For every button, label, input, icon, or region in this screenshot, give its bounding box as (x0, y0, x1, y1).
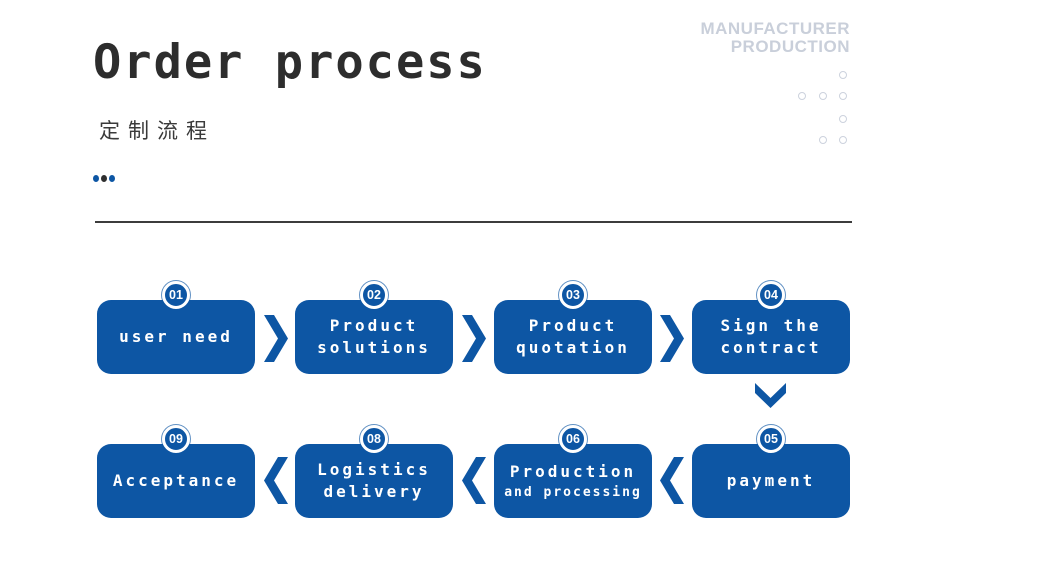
step-number-badge: 02 (360, 281, 388, 309)
dot-blue-icon (109, 175, 115, 182)
step-label: Product solutions (295, 300, 453, 374)
decorative-dots (93, 175, 115, 182)
arrow-right-icon (660, 315, 684, 362)
step-number: 06 (566, 432, 580, 446)
step-number-badge: 06 (559, 425, 587, 453)
decor-circle-icon (839, 136, 847, 144)
step-label-line1: Production (509, 461, 637, 481)
step-label: Production and processing (494, 444, 652, 518)
step-number: 05 (764, 432, 778, 446)
step-number: 08 (367, 432, 381, 446)
arrow-left-icon (264, 457, 288, 504)
step-label: Sign the contract (692, 300, 850, 374)
step-number: 04 (764, 288, 778, 302)
step-number-badge: 03 (559, 281, 587, 309)
step-number: 01 (169, 288, 183, 302)
decor-circle-icon (819, 92, 827, 100)
step-label-line1: payment (726, 471, 816, 490)
step-number-badge: 09 (162, 425, 190, 453)
step-box-04: 04 Sign the contract (692, 281, 850, 374)
arrow-right-icon (264, 315, 288, 362)
watermark-line2: PRODUCTION (730, 37, 850, 56)
decor-circle-icon (839, 115, 847, 123)
step-label-line2: solutions (317, 338, 431, 357)
decor-circle-icon (798, 92, 806, 100)
step-label-line2: quotation (516, 338, 630, 357)
step-box-03: 03 Product quotation (494, 281, 652, 374)
dot-dark-icon (101, 175, 107, 182)
page-subtitle-chinese: 定制流程 (99, 119, 215, 143)
step-box-02: 02 Product solutions (295, 281, 453, 374)
step-label-line1: Acceptance (112, 471, 240, 490)
watermark-line1: MANUFACTURER (700, 19, 850, 38)
step-label-line2: and processing (504, 484, 642, 500)
step-label-line1: user need (119, 327, 233, 346)
decor-circle-icon (839, 92, 847, 100)
arrow-down-icon (755, 383, 786, 408)
section-divider (95, 221, 852, 223)
step-number: 02 (367, 288, 381, 302)
arrow-left-icon (462, 457, 486, 504)
step-label-line1: Product (528, 316, 618, 335)
decor-circle-icon (819, 136, 827, 144)
step-label: payment (692, 444, 850, 518)
step-label-line1: Product (329, 316, 419, 335)
step-label: Acceptance (97, 444, 255, 518)
step-number-badge: 05 (757, 425, 785, 453)
step-label: user need (97, 300, 255, 374)
step-label: Logistics delivery (295, 444, 453, 518)
step-number-badge: 01 (162, 281, 190, 309)
step-number-badge: 08 (360, 425, 388, 453)
step-number-badge: 04 (757, 281, 785, 309)
step-box-08: 08 Logistics delivery (295, 425, 453, 518)
step-number: 09 (169, 432, 183, 446)
page-title: Order process (93, 35, 487, 90)
step-label-line2: contract (720, 338, 822, 357)
step-label-line1: Sign the (720, 316, 822, 335)
step-label-line2: delivery (323, 482, 425, 501)
step-box-06: 06 Production and processing (494, 425, 652, 518)
step-box-05: 05 payment (692, 425, 850, 518)
arrow-left-icon (660, 457, 684, 504)
step-box-09: 09 Acceptance (97, 425, 255, 518)
arrow-right-icon (462, 315, 486, 362)
decor-circle-icon (839, 71, 847, 79)
dot-blue-icon (93, 175, 99, 182)
step-label: Product quotation (494, 300, 652, 374)
step-label-line1: Logistics (317, 460, 431, 479)
step-box-01: 01 user need (97, 281, 255, 374)
watermark: MANUFACTURER PRODUCTION (700, 20, 850, 56)
step-number: 03 (566, 288, 580, 302)
